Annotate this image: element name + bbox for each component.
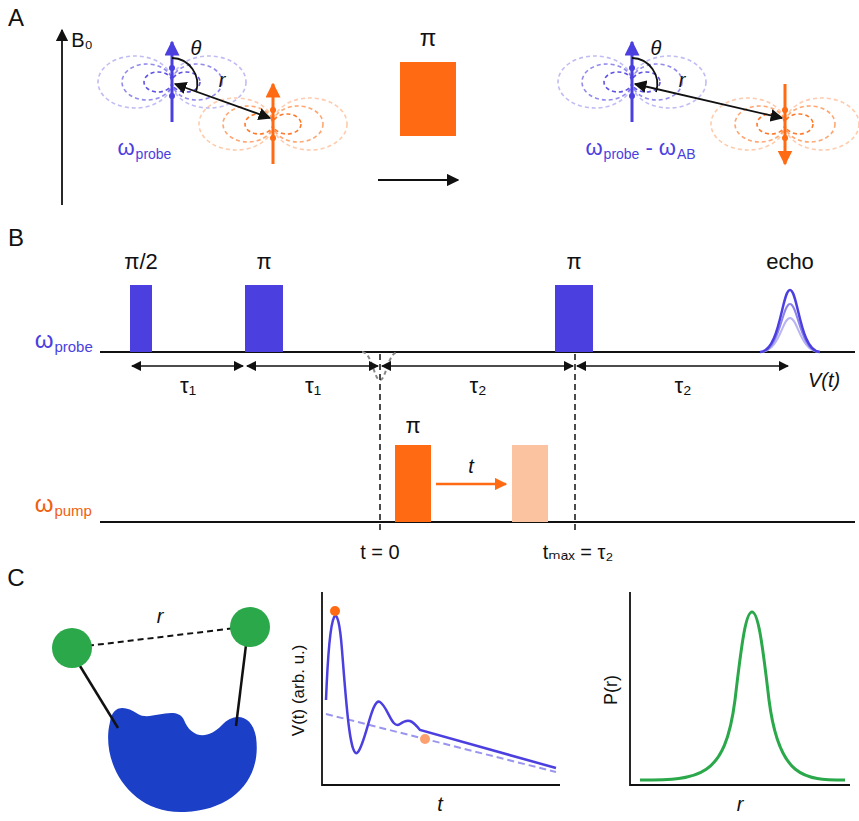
deer-trace [326,616,556,768]
pulse-label: π [420,25,437,51]
b0-axis [61,30,63,205]
frequency-label: - ω [645,136,676,160]
spin-label [230,607,270,647]
field-label: B₀ [71,29,93,51]
pulse-label: π [256,250,271,274]
time-label: t = 0 [360,541,399,563]
frequency-subscript: probe [136,147,172,162]
time-label: t [468,455,474,477]
delay-label: τ₁ [305,374,321,398]
pulse-label: π [405,414,420,438]
frequency-subscript: AB [677,147,696,162]
delay-label: τ₂ [469,374,486,398]
frequency-subscript: probe [604,147,640,162]
time-label: tₘₐₓ = τ₂ [543,541,613,563]
distance-distribution [640,612,845,780]
echo-label: echo [766,250,814,274]
axis-label: r [737,793,744,815]
angle-label: θ [191,37,202,59]
pulse-label: π/2 [124,250,158,274]
spin-label [52,628,92,668]
pump-timeline [100,521,855,523]
panel-letter: C [7,565,24,591]
pulse-label: π [566,250,581,274]
signal-label: V(t) [808,369,840,391]
probe-spin [171,42,174,122]
frequency-label: ω [585,136,602,160]
panel-letter: B [8,225,24,251]
frequency-label: ω [117,136,134,160]
axis-label: V(t) (arb. u.) [291,644,310,736]
axis-label: P(r) [602,675,622,705]
delay-label: τ₂ [674,374,691,398]
probe-spin [631,42,634,122]
channel-subscript: probe [54,339,92,356]
pump-spin-flipped [784,84,787,164]
channel-label: ω [35,491,54,517]
channel-subscript: pump [54,503,92,520]
pump-pulse [400,62,456,136]
angle-label: θ [651,37,662,59]
axis-label: t [437,793,443,815]
panel-letter: A [8,5,24,31]
distance-label: r [219,69,226,91]
pump-spin [272,84,275,164]
distance-label: r [157,605,164,627]
delay-label: τ₁ [180,374,196,398]
probe-timeline [100,351,855,353]
channel-label: ω [35,327,54,353]
distance-label: r [679,69,686,91]
protein [108,708,257,812]
echo [760,290,820,352]
